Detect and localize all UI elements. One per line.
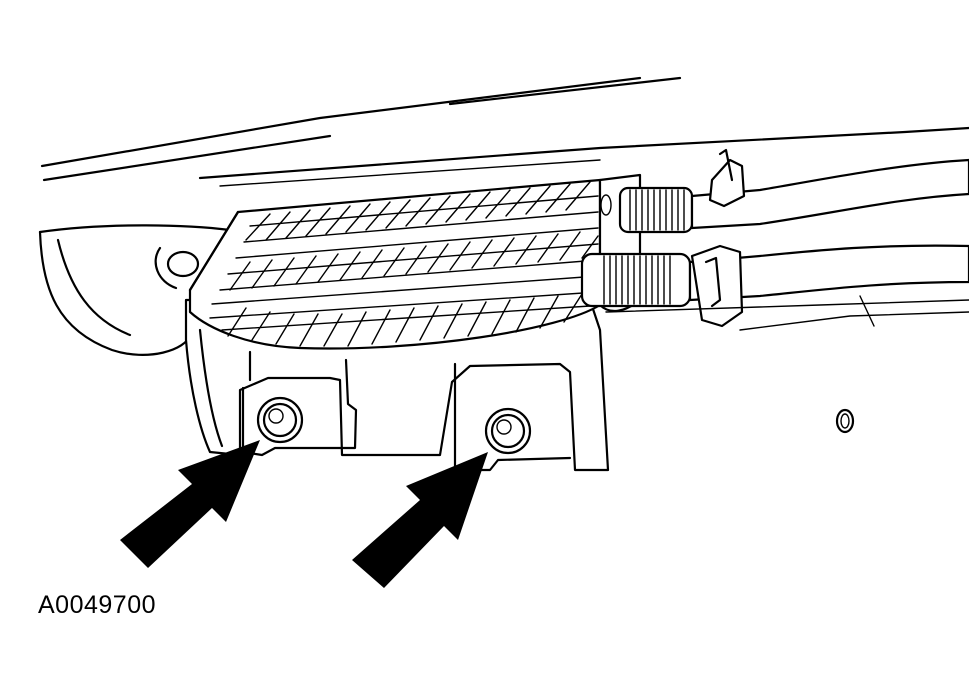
lower-cooler-line	[580, 244, 969, 331]
oil-cooler-core	[188, 178, 602, 350]
cooler-bolt-right	[484, 407, 532, 455]
upper-body-panel	[40, 76, 969, 187]
body-hole-right	[835, 408, 855, 434]
callout-arrow-right	[352, 452, 488, 588]
mounting-hole-left	[166, 250, 200, 278]
callout-arrow-left	[120, 440, 260, 568]
upper-cooler-line	[618, 148, 969, 234]
figure-id-label: A0049700	[38, 591, 157, 619]
cooler-bolt-left	[256, 396, 304, 444]
front-bumper-structure	[38, 224, 232, 356]
